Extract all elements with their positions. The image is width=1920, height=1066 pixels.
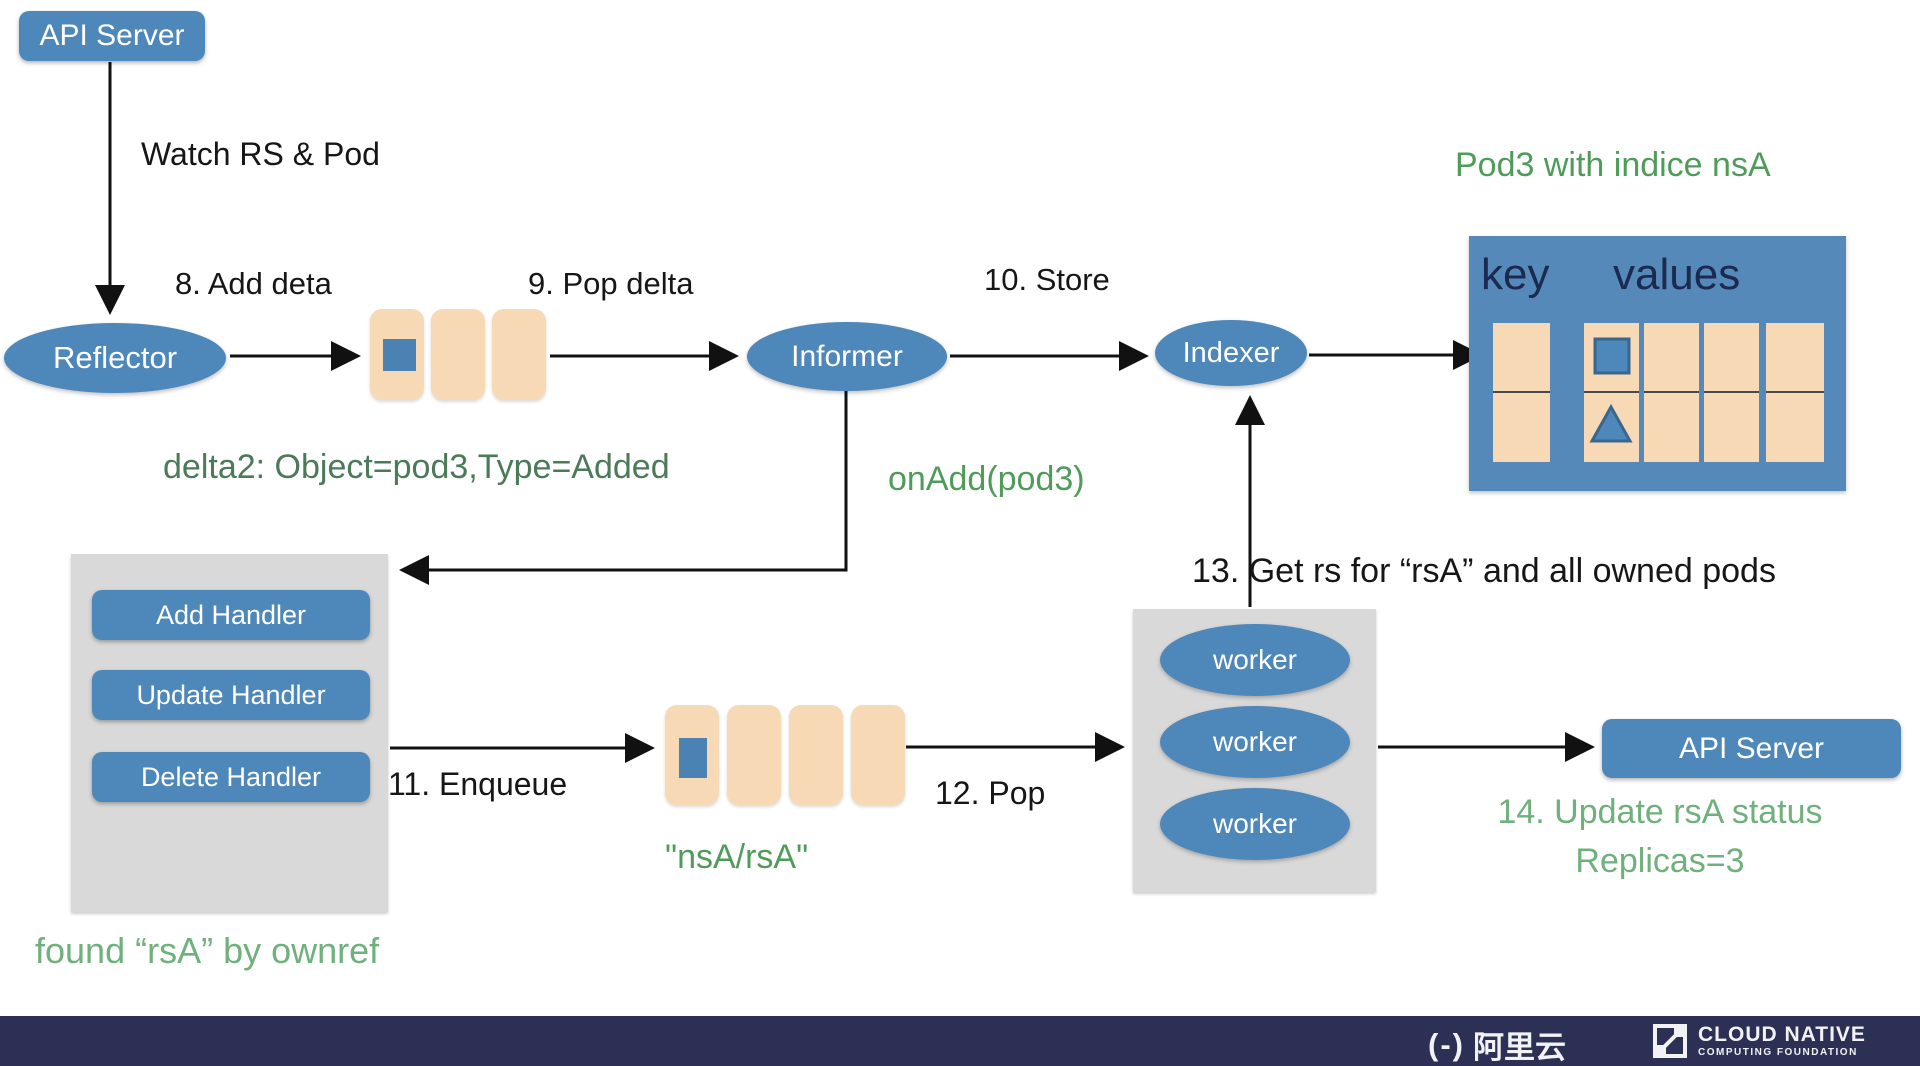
step14-line2: Replicas=3	[1575, 842, 1745, 880]
step9-label: 9. Pop delta	[528, 266, 694, 301]
work-queue-cell	[851, 705, 905, 805]
api-server-right-node: API Server	[1602, 719, 1901, 778]
work-queue-cell	[727, 705, 781, 805]
worker-label: worker	[1212, 644, 1297, 675]
informer-label: Informer	[791, 339, 903, 373]
indexer-label: Indexer	[1182, 336, 1280, 369]
store-value-cell-rs	[1584, 391, 1639, 462]
rs-triangle-icon	[1589, 403, 1633, 443]
cncf-name-line1: CLOUD NATIVE	[1698, 1023, 1866, 1046]
step13-label: 13. Get rs for “rsA” and all owned pods	[1192, 552, 1776, 590]
store-key-header: key	[1481, 250, 1550, 299]
store-value-cell-pod3	[1584, 323, 1639, 391]
informer-node: Informer	[747, 322, 947, 391]
indexer-node: Indexer	[1155, 320, 1307, 386]
store-value-cell	[1704, 323, 1759, 391]
delta2-label: delta2: Object=pod3,Type=Added	[163, 448, 670, 486]
work-item-square	[679, 738, 707, 778]
alibaba-cloud-logo: (-) 阿里云	[1428, 1022, 1566, 1066]
work-queue-cell	[789, 705, 843, 805]
pod3-indice-label: Pod3 with indice nsA	[1455, 146, 1771, 184]
add-handler-label: Add Handler	[155, 599, 307, 630]
nsa-rsa-label: "nsA/rsA"	[665, 838, 809, 876]
delta-item-square	[383, 339, 416, 371]
indexer-store-table: key values	[1469, 236, 1846, 491]
found-rsa-label: found “rsA” by ownref	[35, 930, 380, 971]
delta-queue-cell	[370, 309, 424, 400]
store-value-cell	[1644, 391, 1699, 462]
step12-label: 12. Pop	[935, 775, 1046, 811]
watch-rs-pod-label: Watch RS & Pod	[141, 136, 380, 172]
store-key-cell	[1493, 323, 1550, 391]
store-value-cell	[1704, 391, 1759, 462]
alibaba-cloud-name: 阿里云	[1472, 1030, 1566, 1065]
onadd-label: onAdd(pod3)	[888, 460, 1085, 498]
work-queue-cell	[665, 705, 719, 805]
reflector-node: Reflector	[4, 323, 226, 393]
event-handlers-box: Add Handler Update Handler Delete Handle…	[71, 554, 388, 912]
delta-queue-cell	[492, 309, 546, 400]
delete-handler-button: Delete Handler	[92, 752, 370, 802]
delete-handler-label: Delete Handler	[140, 761, 322, 792]
workers-box: worker worker worker	[1133, 609, 1376, 892]
worker-label: worker	[1212, 726, 1297, 757]
cncf-name-line2: COMPUTING FOUNDATION	[1698, 1047, 1858, 1058]
cncf-logo-icon	[1653, 1024, 1687, 1058]
store-value-cell	[1766, 323, 1824, 391]
step14-line1: 14. Update rsA status	[1497, 793, 1823, 831]
cncf-logo: CLOUD NATIVE COMPUTING FOUNDATION	[1652, 1023, 1866, 1059]
reflector-label: Reflector	[52, 340, 178, 375]
step10-label: 10. Store	[984, 262, 1110, 297]
update-handler-label: Update Handler	[136, 679, 326, 710]
step8-label: 8. Add deta	[175, 266, 332, 301]
store-value-cell	[1644, 323, 1699, 391]
add-handler-button: Add Handler	[92, 590, 370, 640]
step14-label: 14. Update rsA status Replicas=3	[1440, 793, 1880, 881]
worker-label: worker	[1212, 808, 1297, 839]
footer-bar: (-) 阿里云 CLOUD NATIVE COMPUTING FOUNDATIO…	[0, 1016, 1920, 1066]
delta-queue-cell	[431, 309, 485, 400]
api-server-top-node: API Server	[19, 11, 205, 61]
worker-node: worker	[1160, 788, 1350, 860]
api-server-top-label: API Server	[39, 19, 185, 52]
store-values-header: values	[1613, 250, 1741, 299]
api-server-right-label: API Server	[1678, 731, 1825, 765]
worker-node: worker	[1160, 706, 1350, 778]
store-key-cell	[1493, 391, 1550, 462]
pod-square-icon	[1593, 337, 1631, 375]
worker-node: worker	[1160, 624, 1350, 696]
alibaba-bracket-icon: (-)	[1428, 1026, 1465, 1062]
step11-label: 11. Enqueue	[388, 766, 568, 802]
update-handler-button: Update Handler	[92, 670, 370, 720]
store-value-cell	[1766, 391, 1824, 462]
